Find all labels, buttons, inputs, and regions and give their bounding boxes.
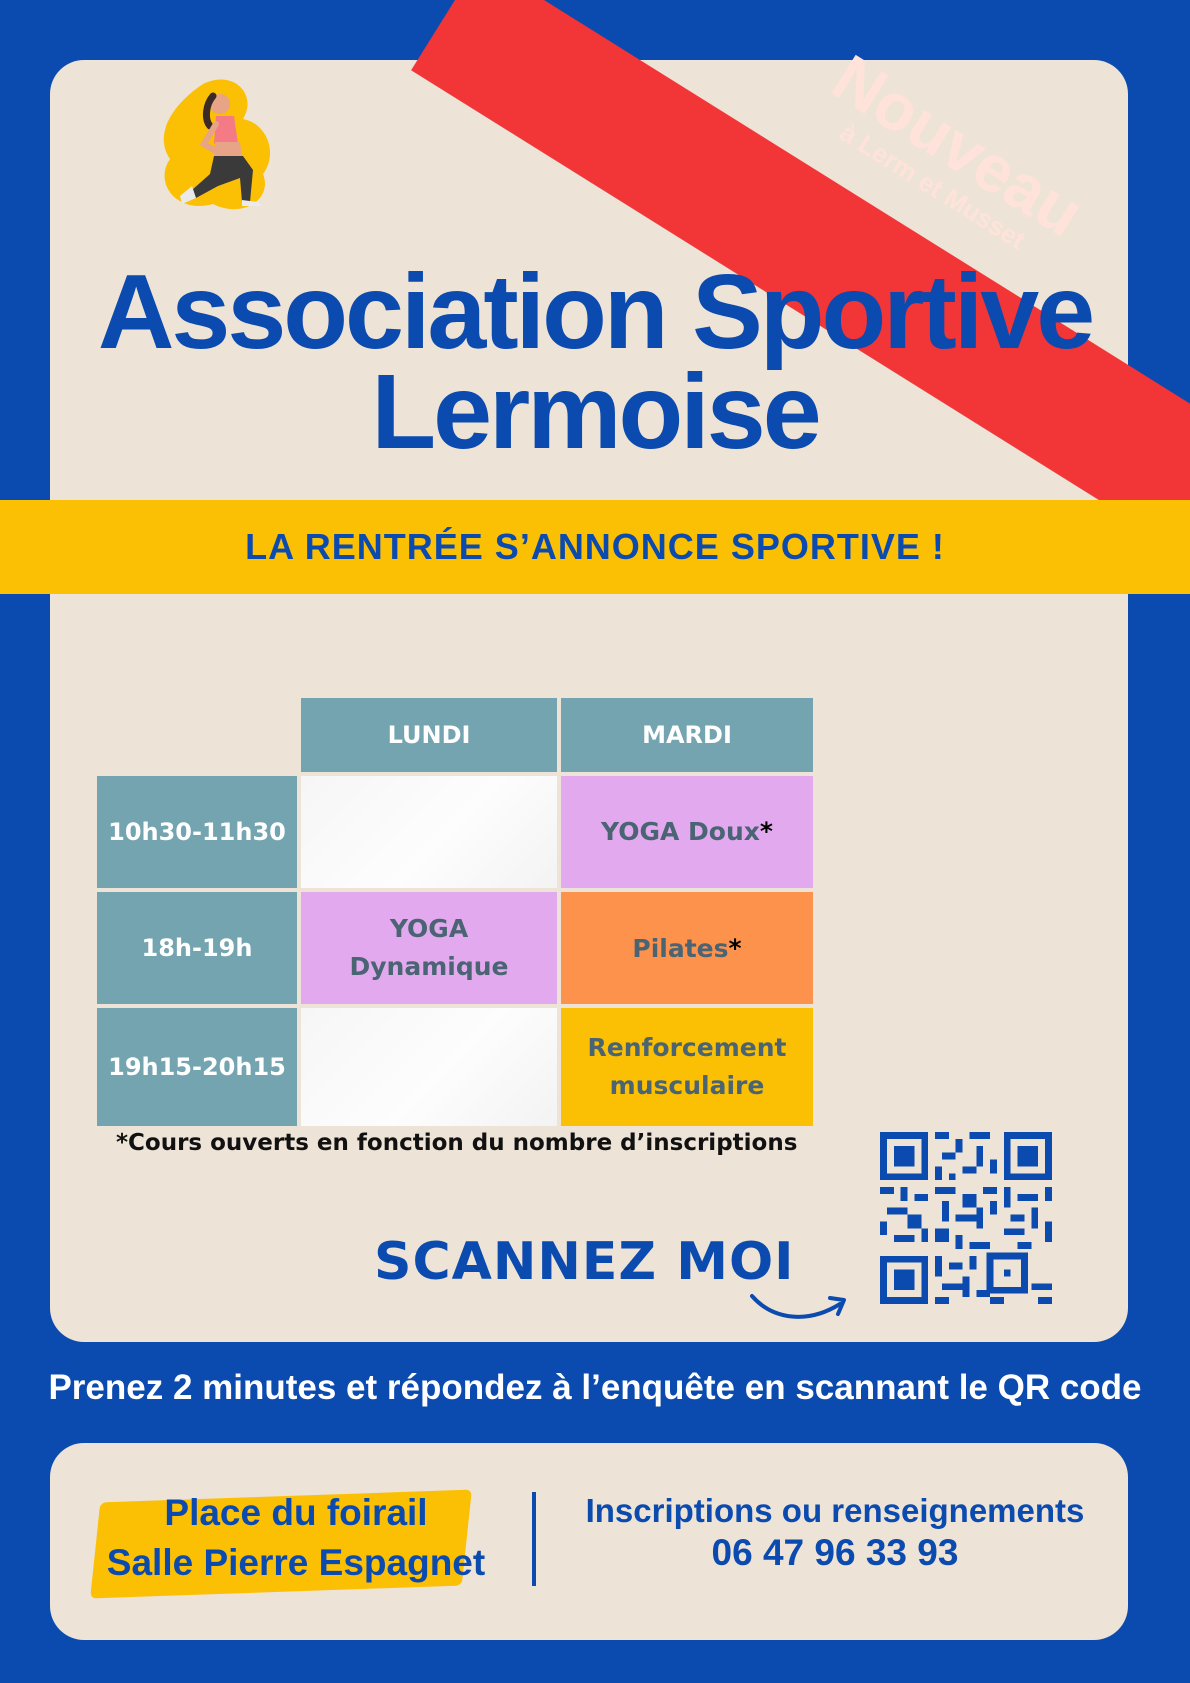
class-name-line1: YOGA	[389, 914, 469, 943]
time-slot: 19h15-20h15	[97, 1008, 297, 1126]
place-line2: Salle Pierre Espagnet	[106, 1542, 486, 1583]
place-text: Place du foirail Salle Pierre Espagnet	[96, 1488, 496, 1588]
tagline: LA RENTRÉE S’ANNONCE SPORTIVE !	[245, 526, 945, 567]
schedule-note: *Cours ouverts en fonction du nombre d’i…	[116, 1130, 798, 1156]
class-cell: YOGA Doux*	[561, 776, 813, 888]
class-name-line1: Renforcement	[587, 1033, 787, 1062]
survey-text: Prenez 2 minutes et répondez à l’enquête…	[48, 1368, 1142, 1407]
asterisk: *	[728, 933, 742, 963]
class-cell: Pilates*	[561, 892, 813, 1004]
divider	[532, 1492, 536, 1586]
curved-arrow-icon	[750, 1294, 846, 1319]
header-lundi: LUNDI	[301, 698, 557, 772]
fitness-woman-icon	[163, 79, 271, 210]
place-line1: Place du foirail	[164, 1492, 428, 1533]
scan-label: SCANNEZ MOI	[374, 1232, 795, 1292]
title-line2: Lermoise	[371, 353, 821, 471]
title-line1: Association Sportive	[97, 253, 1095, 371]
empty-cell	[301, 776, 557, 888]
asterisk: *	[759, 817, 773, 846]
class-cell: YOGA Dynamique	[301, 892, 557, 1004]
empty-cell	[301, 1008, 557, 1126]
class-name-line2: musculaire	[609, 1071, 765, 1100]
qr-code[interactable]	[880, 1132, 1052, 1304]
tagline-band: LA RENTRÉE S’ANNONCE SPORTIVE !	[0, 500, 1190, 594]
header-mardi: MARDI	[561, 698, 813, 772]
page-title: Association Sportive Lermoise	[60, 253, 1130, 471]
class-name: YOGA Doux	[601, 817, 760, 846]
phone-number[interactable]: 06 47 96 33 93	[711, 1532, 959, 1573]
class-cell: Renforcement musculaire	[561, 1008, 813, 1126]
time-slot: 18h-19h	[97, 892, 297, 1004]
time-slot: 10h30-11h30	[97, 776, 297, 888]
place-block: Place du foirail Salle Pierre Espagnet	[90, 1488, 496, 1599]
contact-block: Inscriptions ou renseignements 06 47 96 …	[560, 1490, 1110, 1574]
contact-label: Inscriptions ou renseignements	[585, 1492, 1085, 1529]
class-name: Pilates	[632, 933, 729, 963]
class-name-line2: Dynamique	[349, 952, 509, 981]
